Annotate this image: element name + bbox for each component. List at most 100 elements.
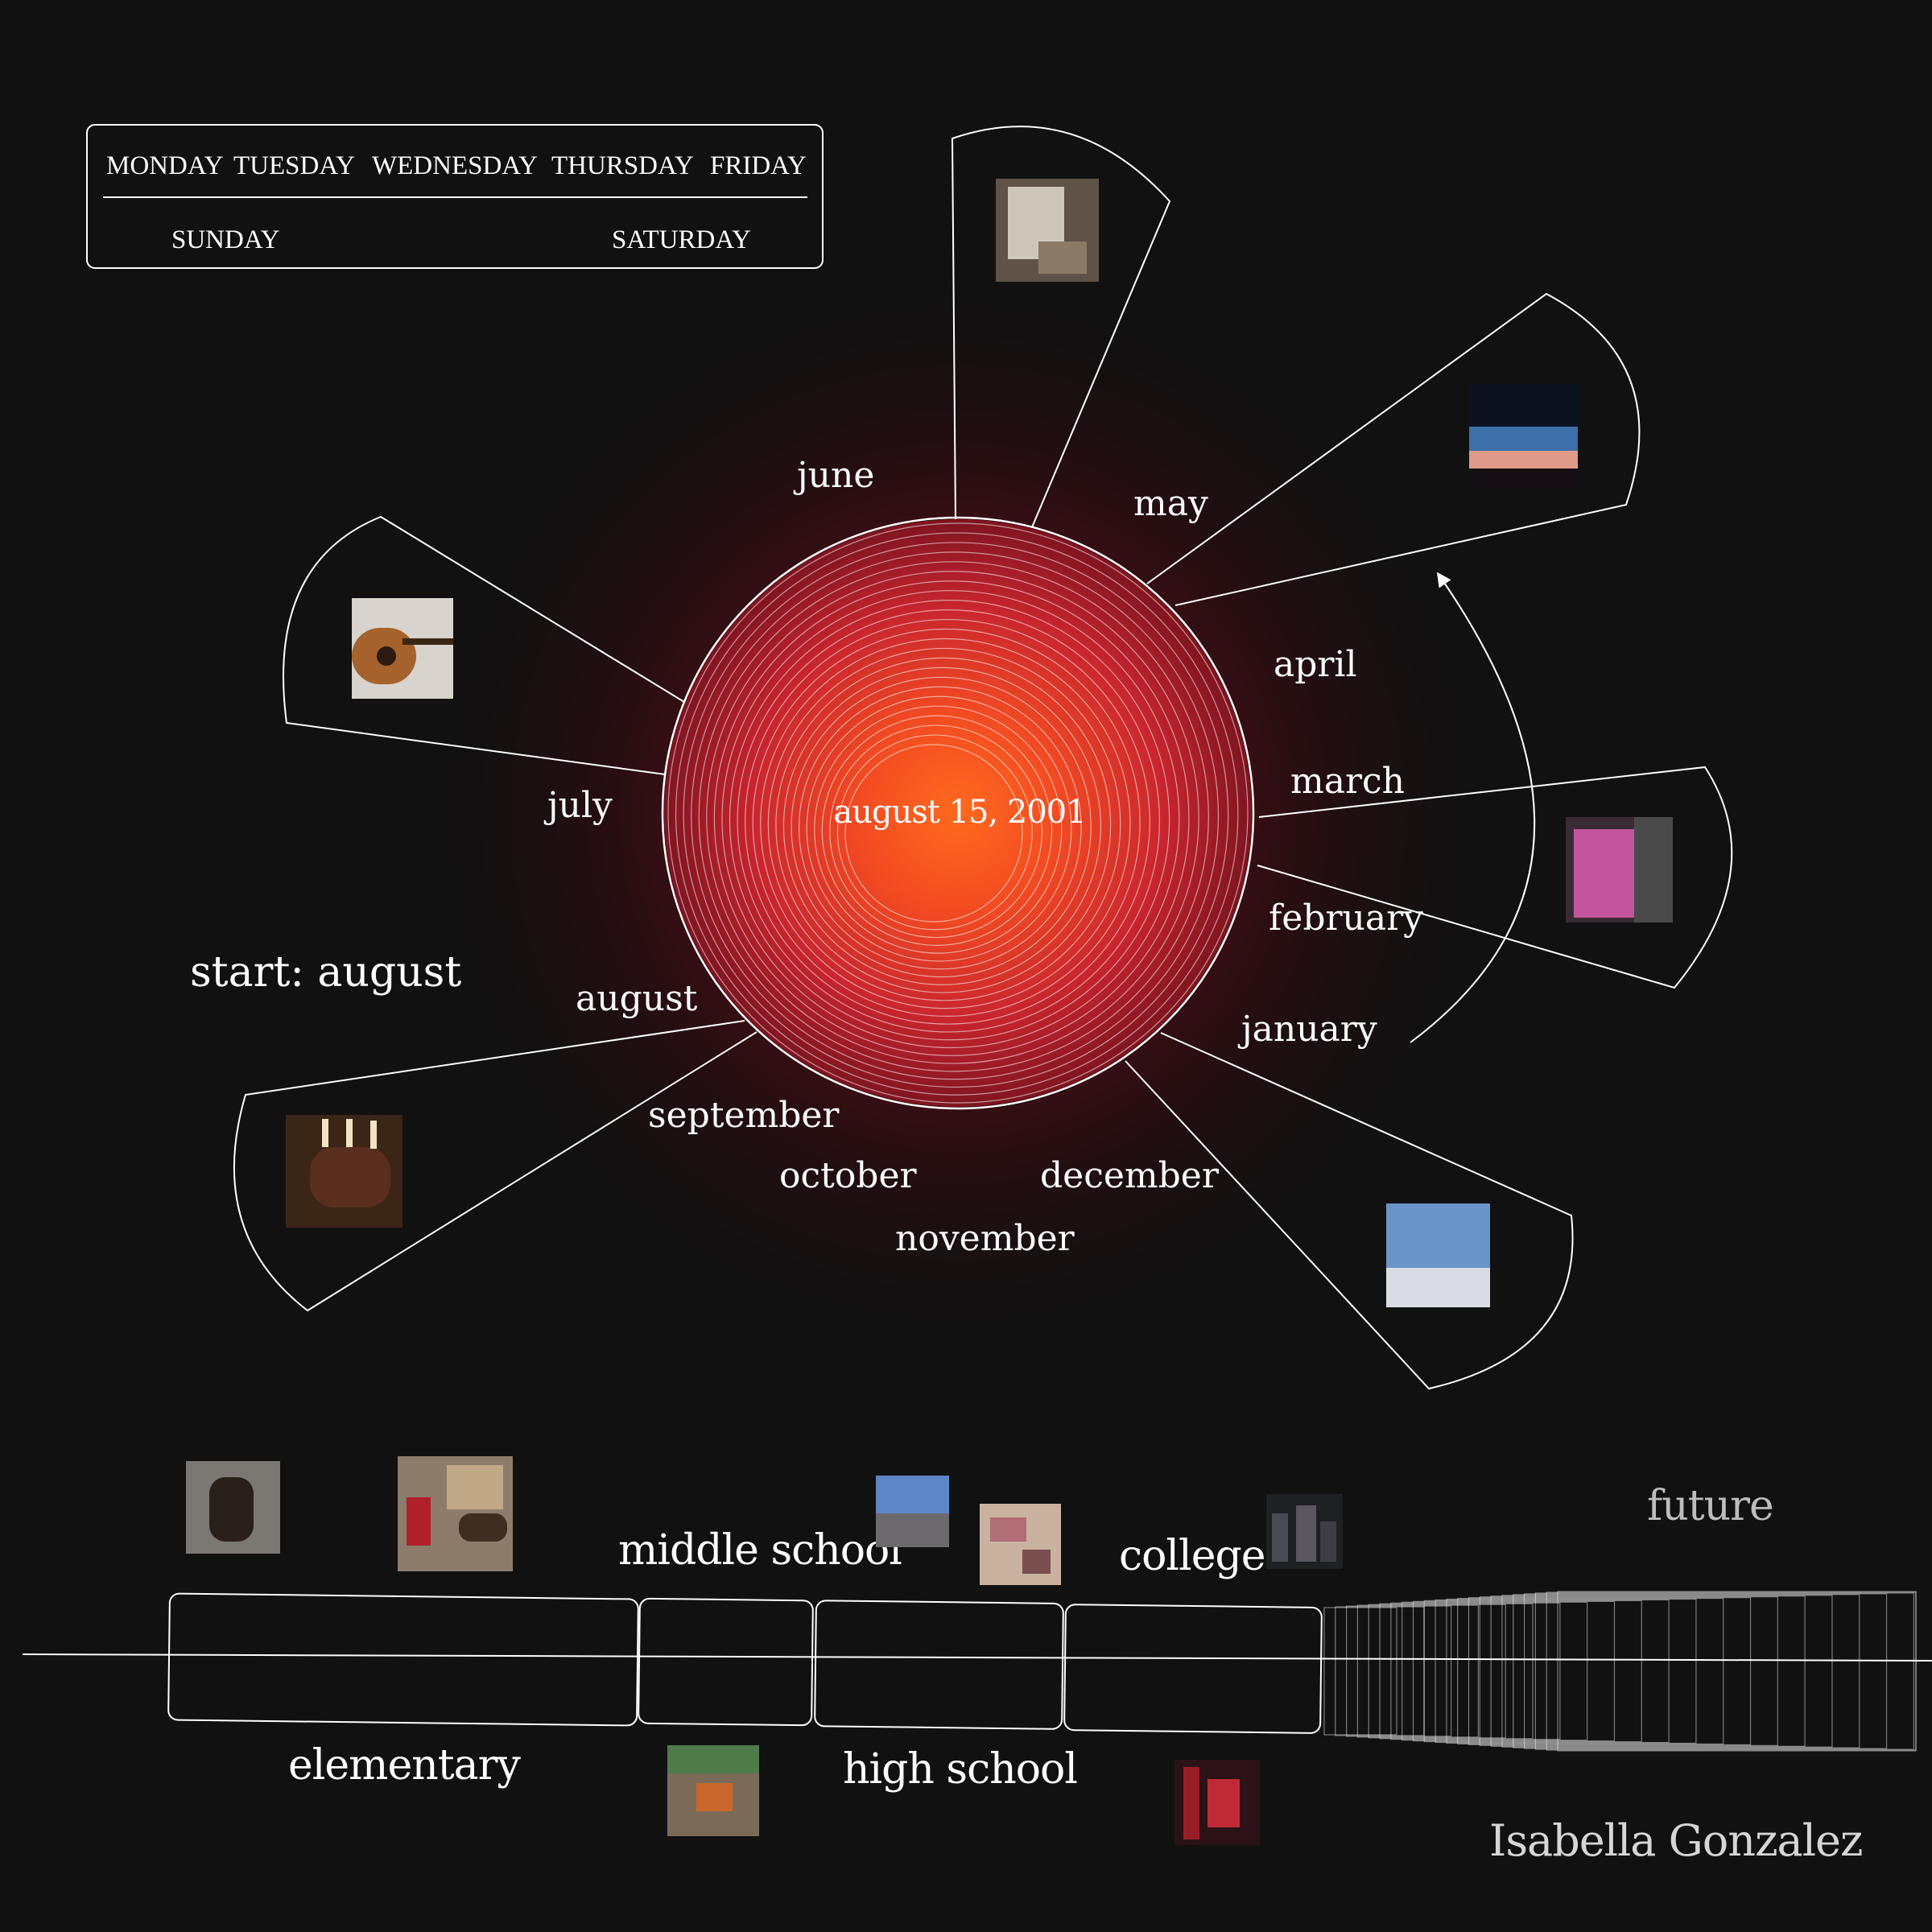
disc-ring: [791, 676, 1092, 978]
month-label-october: october: [779, 1155, 918, 1196]
photo-city-night: [1266, 1494, 1343, 1569]
concentric-rings: [667, 522, 1249, 1104]
stage-label-future: future: [1647, 1482, 1773, 1530]
month-label-november: november: [895, 1218, 1075, 1259]
stage-label-high-school: high school: [843, 1745, 1077, 1794]
disc-ring: [698, 561, 1209, 1072]
stage-label-elementary: elementary: [288, 1741, 522, 1790]
petal-february-march: [1257, 766, 1733, 989]
timeline-box-elementary: [167, 1592, 639, 1727]
stage-label-middle-school: middle school: [618, 1526, 902, 1575]
month-labels: june may april march february january de…: [543, 455, 1423, 1259]
future-tunnel-frame: [1412, 1600, 1616, 1742]
future-tunnel-frame: [1390, 1602, 1561, 1740]
disc-ring: [836, 734, 1033, 931]
petal-december-january: [1125, 1032, 1574, 1390]
month-label-august: august: [576, 978, 698, 1019]
future-tunnel-frame: [1368, 1604, 1506, 1739]
future-tunnel-frame: [1468, 1597, 1752, 1745]
future-tunnel: [1323, 1591, 1917, 1752]
photo-january: [1386, 1203, 1490, 1307]
future-tunnel-frame: [1479, 1596, 1778, 1746]
month-label-february: february: [1269, 898, 1423, 939]
petal-june: [951, 126, 1171, 528]
photo-campfire: [667, 1745, 759, 1836]
photo-may: [1469, 384, 1578, 489]
petal-may: [1146, 292, 1641, 606]
photo-crafts: [980, 1504, 1061, 1585]
disc-ring: [844, 744, 1023, 923]
disc-ring: [767, 647, 1121, 1001]
disc-ring: [782, 667, 1101, 985]
petal-photos: [286, 179, 1673, 1307]
disc-ring: [675, 532, 1239, 1096]
future-tunnel-frame: [1523, 1593, 1888, 1749]
future-tunnel-frame: [1346, 1605, 1452, 1737]
disc-ring: [706, 571, 1199, 1064]
weekday-saturday: SATURDAY: [612, 225, 751, 254]
disc-ring: [667, 522, 1249, 1104]
weekday-tuesday: TUESDAY: [233, 151, 355, 180]
future-tunnel-frame: [1435, 1599, 1670, 1744]
future-tunnel-frame: [1457, 1597, 1724, 1745]
future-tunnel-frame: [1513, 1594, 1860, 1748]
disc-ring: [821, 715, 1053, 946]
petal-july: [283, 515, 685, 775]
future-tunnel-frame: [1379, 1603, 1534, 1740]
month-petals: [233, 126, 1733, 1390]
weekday-sunday: SUNDAY: [171, 225, 279, 254]
month-label-january: january: [1237, 1009, 1377, 1050]
center-date: august 15, 2001: [833, 794, 1085, 831]
month-label-may: may: [1133, 483, 1208, 524]
timeline-box-high-school: [814, 1600, 1064, 1730]
month-label-april: april: [1274, 644, 1357, 685]
photo-august: [286, 1115, 402, 1228]
photo-june: [996, 179, 1099, 282]
timeline-box-college: [1063, 1604, 1323, 1734]
disc-ring: [799, 686, 1082, 970]
weekday-wednesday: WEDNESDAY: [372, 151, 538, 180]
disc-ring: [760, 638, 1131, 1009]
future-tunnel-frame: [1534, 1592, 1914, 1750]
disc-ring: [691, 551, 1220, 1080]
photo-red-lights: [1174, 1760, 1260, 1845]
future-tunnel-frame: [1402, 1601, 1588, 1741]
timeline-box-middle-school: [638, 1597, 814, 1727]
future-tunnel-frame: [1335, 1606, 1425, 1736]
photo-july: [352, 598, 453, 699]
photo-street: [876, 1476, 949, 1547]
future-tunnel-frame: [1446, 1598, 1697, 1744]
disc-ring: [829, 724, 1042, 939]
weekday-thursday: THURSDAY: [551, 151, 694, 180]
start-label: start: august: [190, 948, 461, 997]
timeline-photos: [186, 1456, 1343, 1845]
month-label-july: july: [543, 785, 613, 826]
future-tunnel-frame: [1323, 1607, 1397, 1736]
center-disc: august 15, 2001: [661, 516, 1255, 1110]
direction-arrow: [1410, 572, 1536, 1043]
future-tunnel-frame: [1501, 1595, 1833, 1748]
weekday-legend: MONDAY TUESDAY WEDNESDAY THURSDAY FRIDAY…: [86, 124, 824, 269]
disc-ring: [737, 609, 1161, 1033]
disc-ring: [752, 628, 1141, 1017]
future-tunnel-frame: [1546, 1591, 1917, 1751]
life-timeline: elementary middle school high school col…: [22, 1456, 1932, 1845]
future-tunnel-frame: [1356, 1604, 1480, 1738]
stage-label-college: college: [1119, 1532, 1265, 1580]
disc-ring: [721, 590, 1180, 1049]
photo-february: [1566, 817, 1673, 923]
disc-ring: [806, 696, 1072, 962]
month-label-september: september: [648, 1095, 840, 1136]
weekday-monday: MONDAY: [106, 151, 223, 180]
photo-puppy: [186, 1461, 280, 1554]
weekday-friday: FRIDAY: [710, 151, 807, 180]
future-tunnel-frame: [1490, 1596, 1806, 1747]
disc-ring: [683, 542, 1229, 1088]
author-signature: Isabella Gonzalez: [1489, 1815, 1862, 1866]
disc-ring: [775, 657, 1112, 993]
disc-ring: [745, 618, 1150, 1025]
month-label-june: june: [793, 455, 874, 496]
future-tunnel-frame: [1557, 1591, 1917, 1752]
disc-ring: [713, 580, 1190, 1056]
